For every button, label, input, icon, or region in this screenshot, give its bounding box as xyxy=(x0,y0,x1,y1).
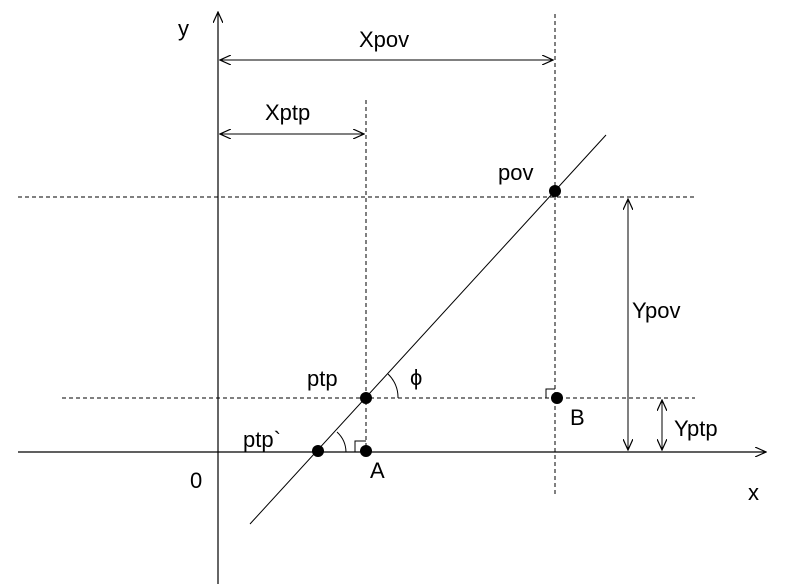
right-angle-marker-b xyxy=(545,388,555,398)
ypov-label: Ypov xyxy=(632,298,681,323)
phi-angle-arc xyxy=(387,373,399,399)
origin-label: 0 xyxy=(190,468,202,493)
point-b xyxy=(551,392,563,404)
slanted-line xyxy=(249,134,607,525)
point-ptp xyxy=(360,392,372,404)
y-axis-label: y xyxy=(178,16,189,41)
pov-label: pov xyxy=(498,160,533,185)
point-ptp-prime xyxy=(312,445,324,457)
x-axis-label: x xyxy=(748,480,759,505)
point-pov xyxy=(549,185,561,197)
xptp-label: Xptp xyxy=(265,100,310,125)
phi-angle-label: ϕ xyxy=(410,365,422,390)
yptp-label: Yptp xyxy=(674,416,718,441)
point-a-label: A xyxy=(370,458,385,483)
xpov-label: Xpov xyxy=(359,27,409,52)
ptp-label: ptp xyxy=(307,366,338,391)
point-b-label: B xyxy=(570,405,585,430)
point-a xyxy=(360,445,372,457)
ptp-prime-label: ptp` xyxy=(243,427,281,452)
right-angle-marker-a xyxy=(354,440,366,452)
base-angle-arc xyxy=(336,431,347,453)
